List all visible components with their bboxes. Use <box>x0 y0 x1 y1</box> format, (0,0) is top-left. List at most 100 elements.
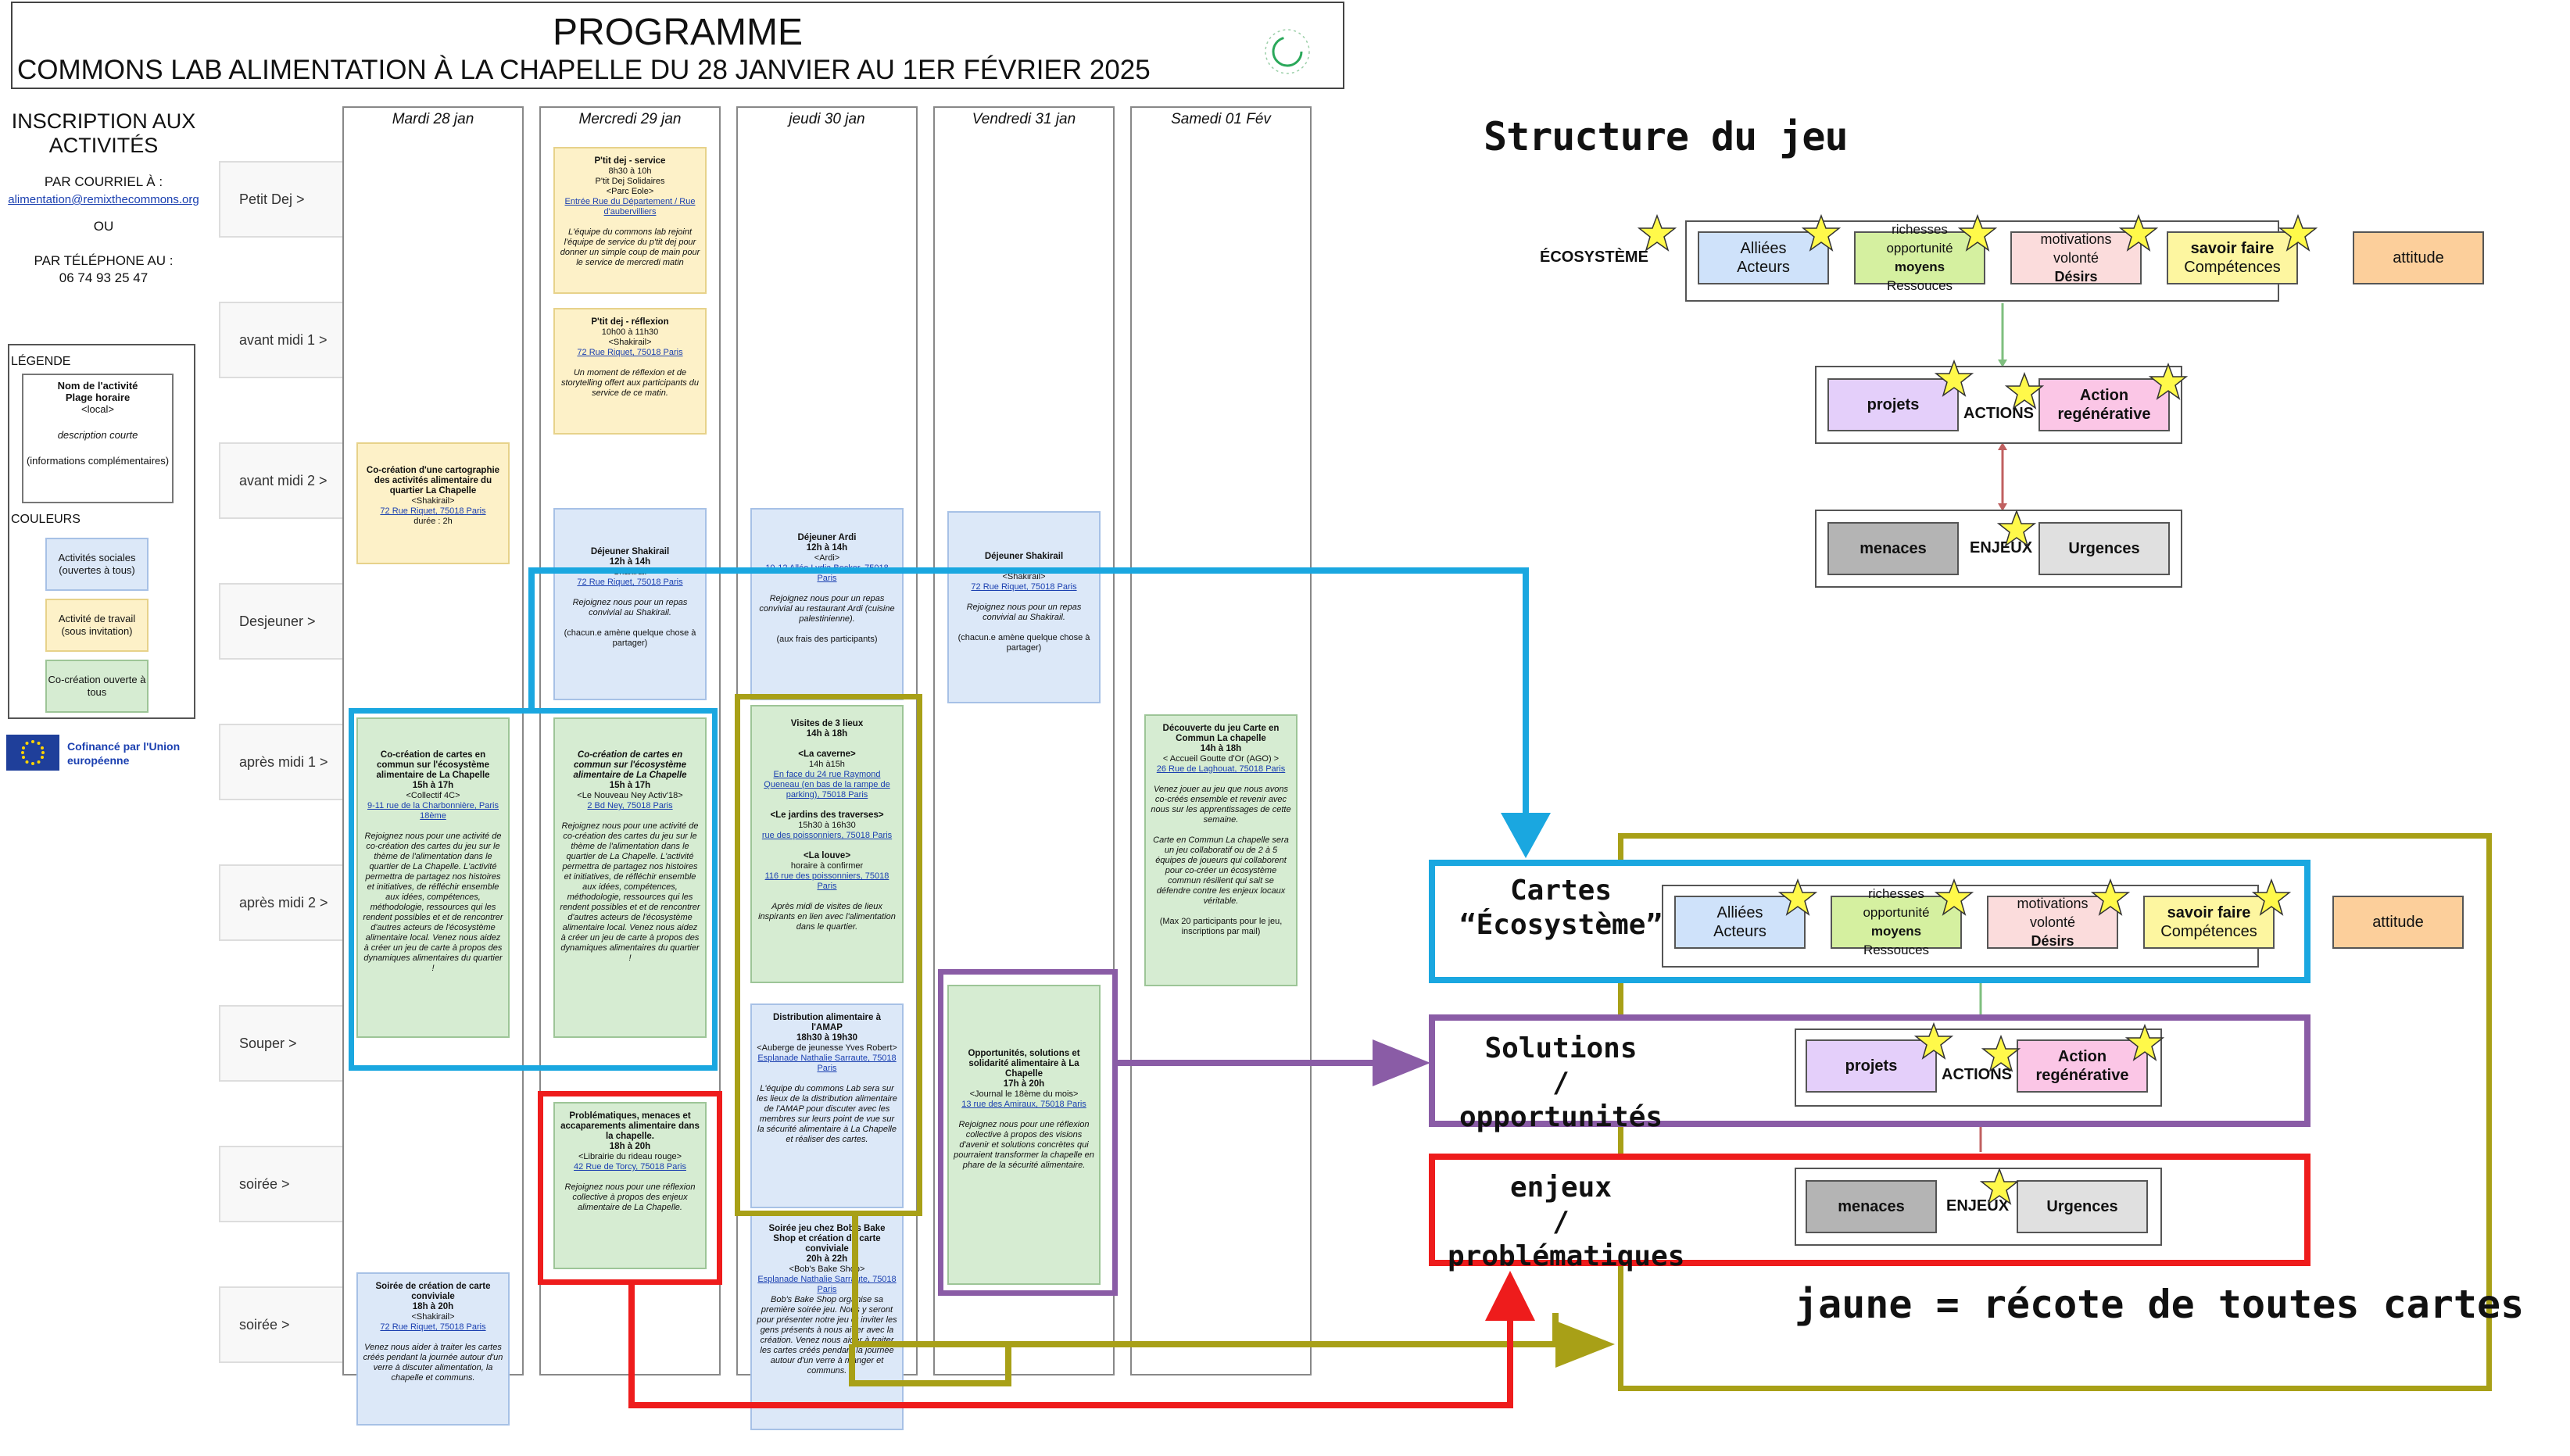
card-title: Opportunités, solutions et solidarité al… <box>968 1049 1080 1079</box>
card-desc: L'équipe du commons Lab sera sur les lie… <box>757 1084 897 1144</box>
activity-card[interactable]: Co-création de cartes en commun sur l'éc… <box>356 717 510 1038</box>
card-title: Soirée de création de carte conviviale <box>375 1282 491 1301</box>
card-time: 18h30 à 19h30 <box>796 1033 857 1043</box>
card-sub: P'tit Dej Solidaires <box>595 177 665 186</box>
card-link[interactable]: 116 rue des poissonniers, 75018 Paris <box>764 871 889 891</box>
card-link[interactable]: Esplanade Nathalie Sarraute, 75018 Paris <box>757 1054 897 1073</box>
card-link[interactable]: 26 Rue de Laghouat, 75018 Paris <box>1156 764 1286 774</box>
eu-funding: Cofinancé par l'Union européenne <box>6 735 194 782</box>
box-menaces: menaces <box>1827 522 1959 575</box>
card-info: (aux frais des participants) <box>776 635 878 644</box>
card-time: 20h à 22h <box>806 1254 848 1264</box>
olive-arrow-head <box>1555 1321 1615 1368</box>
row-label-avant-midi-2: avant midi 2 > <box>219 442 344 519</box>
card-title: Déjeuner Ardi <box>797 533 857 542</box>
card-link[interactable]: 42 Rue de Torcy, 75018 Paris <box>574 1162 686 1172</box>
card-desc: L'équipe du commons lab rejoint l'équipe… <box>560 227 700 267</box>
or-label: OU <box>93 219 114 234</box>
activity-card[interactable]: P'tit dej - réflexion 10h00 à 11h30 <Sha… <box>553 308 707 435</box>
card-link[interactable]: rue des poissonniers, 75018 Paris <box>761 831 893 840</box>
day-header: Mardi 28 jan <box>392 111 474 127</box>
chip-green: Co-création ouverte à tous <box>45 660 149 713</box>
row-label-petit-dej: Petit Dej > <box>219 161 344 238</box>
activity-card[interactable]: Soirée de création de carte conviviale 1… <box>356 1272 510 1426</box>
card-info: (chacun.e amène quelque chose à partager… <box>957 633 1090 653</box>
activity-card[interactable]: Déjeuner Shakirail 12h à 14h <Shakirail>… <box>553 508 707 700</box>
card-desc: Venez jouer au jeu que nous avons co-cré… <box>1151 785 1291 825</box>
card-title: Déjeuner Shakirail <box>590 547 670 556</box>
row-label-apres-midi-1: après midi 1 > <box>219 724 344 800</box>
card-title: Distribution alimentaire à l'AMAP <box>772 1013 882 1032</box>
card-link[interactable]: 72 Rue Riquet, 75018 Paris <box>380 506 486 516</box>
commons-logo-icon <box>1265 29 1310 74</box>
eu-text: Cofinancé par l'Union européenne <box>67 740 181 767</box>
blue-highlight-frame <box>349 708 718 1071</box>
legend-sample-local: <local> <box>81 403 114 415</box>
card-link[interactable]: Entrée Rue du Département / Rue d'auberv… <box>564 197 696 216</box>
card-desc: Venez nous aider à traiter les cartes cr… <box>363 1343 503 1383</box>
activity-card[interactable]: Soirée jeu chez Bob's Bake Shop et créat… <box>750 1215 904 1430</box>
card-link[interactable]: 10-12 Allée Lydia Becker, 75018 Paris <box>765 563 889 583</box>
program-subtitle: COMMONS LAB ALIMENTATION À LA CHAPELLE D… <box>17 55 1151 85</box>
legend-sample: Nom de l'activité Plage horaire <local> … <box>22 374 174 503</box>
mail-link[interactable]: alimentation@remixthecommons.org <box>8 193 199 206</box>
row-label-desjeuner: Desjeuner > <box>219 583 344 660</box>
card-local: <Parc Eole> <box>606 187 654 196</box>
jaune-note: jaune = récote de toutes cartes <box>1795 1282 2525 1327</box>
purple-arrow-head <box>1373 1039 1430 1086</box>
card-place-time: horaire à confirmer <box>790 861 864 871</box>
inscription-title: INSCRIPTION AUX ACTIVITÉS <box>11 109 196 157</box>
card-local: <Collectif 4C> <box>406 791 460 800</box>
activity-card[interactable]: Distribution alimentaire à l'AMAP 18h30 … <box>750 1003 904 1208</box>
card-title: Déjeuner Shakirail <box>984 552 1064 561</box>
card-title: P'tit dej - service <box>594 156 666 166</box>
card-time: 18h à 20h <box>609 1142 651 1151</box>
chip-yellow: Activité de travail (sous invitation) <box>45 599 149 652</box>
card-place: <La louve> <box>803 851 851 860</box>
card-desc: Carte en Commun La chapelle sera un jeu … <box>1153 835 1289 906</box>
card-link[interactable]: 13 rue des Amiraux, 75018 Paris <box>961 1100 1086 1109</box>
legend-sample-desc: description courte <box>57 429 138 441</box>
chip-blue: Activités sociales (ouvertes à tous) <box>45 538 149 591</box>
card-link[interactable]: 72 Rue Riquet, 75018 Paris <box>971 582 1077 592</box>
card-local: <Shakirail> <box>608 338 652 347</box>
activity-card[interactable]: Déjeuner Ardi 12h à 14h <Ardi> 10-12 All… <box>750 508 904 700</box>
card-title: Co-création de cartes en commun sur l'éc… <box>376 750 490 780</box>
actions-label-2: ACTIONS <box>1942 1066 2012 1083</box>
card-link[interactable]: Esplanade Nathalie Sarraute, 75018 Paris <box>757 1275 897 1294</box>
activity-card[interactable]: Déjeuner Shakirail <Shakirail> 72 Rue Ri… <box>947 511 1101 703</box>
legend-panel: LÉGENDE Nom de l'activité Plage horaire … <box>8 344 195 719</box>
card-local: <Auberge de jeunesse Yves Robert> <box>757 1043 897 1053</box>
activity-card[interactable]: Problématiques, menaces et accaparements… <box>553 1102 707 1269</box>
card-desc: Bob's Bake Shop organise sa première soi… <box>757 1295 897 1376</box>
activity-card[interactable]: Découverte du jeu Carte en Commun La cha… <box>1144 714 1298 986</box>
card-link[interactable]: 72 Rue Riquet, 75018 Paris <box>577 348 683 357</box>
card-link[interactable]: 72 Rue Riquet, 75018 Paris <box>577 578 683 587</box>
day-header: jeudi 30 jan <box>789 111 865 127</box>
card-desc: Rejoignez nous pour une activité de co-c… <box>363 832 503 973</box>
activity-card[interactable]: P'tit dej - service 8h30 à 10h P'tit Dej… <box>553 147 707 294</box>
legend-sample-info: (informations complémentaires) <box>26 455 170 467</box>
day-header: Mercredi 29 jan <box>578 111 682 127</box>
phone-number: 06 74 93 25 47 <box>59 270 149 285</box>
card-time: 10h00 à 11h30 <box>601 327 659 337</box>
colors-title: COULEURS <box>11 513 81 526</box>
activity-card[interactable]: Co-création d'une cartographie des activ… <box>356 442 510 564</box>
card-place: <Le jardins des traverses> <box>770 810 884 820</box>
card-title: Co-création d'une cartographie des activ… <box>366 466 500 495</box>
card-link[interactable]: 72 Rue Riquet, 75018 Paris <box>380 1322 486 1332</box>
row-label-avant-midi-1: avant midi 1 > <box>219 302 344 378</box>
card-link[interactable]: 9-11 rue de la Charbonnière, Paris 18ème <box>367 801 499 821</box>
legend-sample-time: Plage horaire <box>65 392 131 403</box>
card-title: Découverte du jeu Carte en Commun La cha… <box>1162 724 1280 743</box>
card-time: 15h à 17h <box>412 781 454 790</box>
card-time: 12h à 14h <box>609 557 651 567</box>
